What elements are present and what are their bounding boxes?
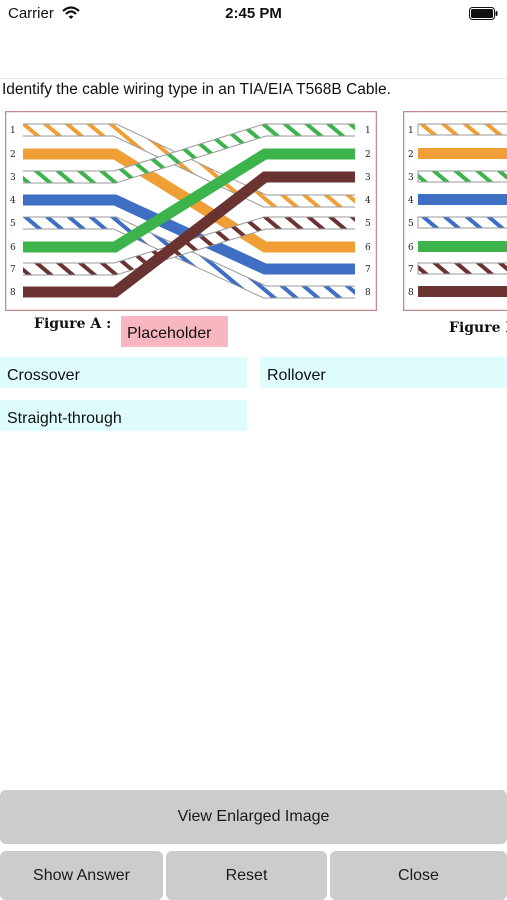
view-enlarged-image-button[interactable]: View Enlarged Image: [0, 790, 507, 844]
option-straight-through[interactable]: Straight-through: [0, 400, 247, 431]
pin-number: 3: [408, 173, 414, 183]
pin-number: 5: [408, 219, 414, 229]
option-rollover[interactable]: Rollover: [260, 357, 507, 388]
carrier-label: Carrier: [8, 5, 54, 22]
header-divider: [0, 78, 507, 79]
pin-number: 6: [365, 243, 371, 253]
pin-number: 1: [10, 126, 16, 136]
figure-b-diagram: 1 2 3 4 5 6 7 8: [403, 111, 507, 311]
pin-number: 8: [365, 288, 371, 298]
figure-b-caption: Figure B: [449, 320, 507, 336]
clock-time: 2:45 PM: [225, 5, 282, 22]
pin-number: 4: [408, 196, 414, 206]
pin-number: 1: [365, 126, 371, 136]
figure-a-diagram: 1 1 2 2 3 3 4 4 5 5 6 6 7 7 8 8: [5, 111, 377, 311]
pin-number: 2: [10, 150, 16, 160]
pin-number: 8: [408, 288, 414, 298]
pin-number: 2: [365, 150, 371, 160]
pin-number: 7: [408, 265, 414, 275]
wifi-icon: [62, 6, 80, 19]
pin-number: 3: [365, 173, 371, 183]
option-crossover[interactable]: Crossover: [0, 357, 247, 388]
battery-icon: [469, 7, 498, 20]
pin-number: 6: [10, 243, 16, 253]
pin-number: 3: [10, 173, 16, 183]
pin-number: 4: [10, 196, 16, 206]
reset-button[interactable]: Reset: [166, 851, 327, 900]
show-answer-button[interactable]: Show Answer: [0, 851, 163, 900]
pin-number: 7: [10, 265, 16, 275]
status-bar: Carrier 2:45 PM: [0, 0, 507, 28]
close-button[interactable]: Close: [330, 851, 507, 900]
pin-number: 5: [10, 219, 16, 229]
pin-number: 4: [365, 196, 371, 206]
question-text: Identify the cable wiring type in an TIA…: [2, 81, 391, 98]
figure-a-caption: Figure A :: [34, 316, 112, 332]
pin-number: 1: [408, 126, 414, 136]
pin-number: 8: [10, 288, 16, 298]
answer-drop-target[interactable]: Placeholder: [121, 316, 228, 347]
pin-number: 5: [365, 219, 371, 229]
pin-number: 7: [365, 265, 371, 275]
pin-number: 6: [408, 243, 414, 253]
pin-number: 2: [408, 150, 414, 160]
figure-strip[interactable]: 1 1 2 2 3 3 4 4 5 5 6 6 7 7 8 8 1 2 3 4 5 6 7 8 Figure A : Fig…: [0, 108, 507, 340]
